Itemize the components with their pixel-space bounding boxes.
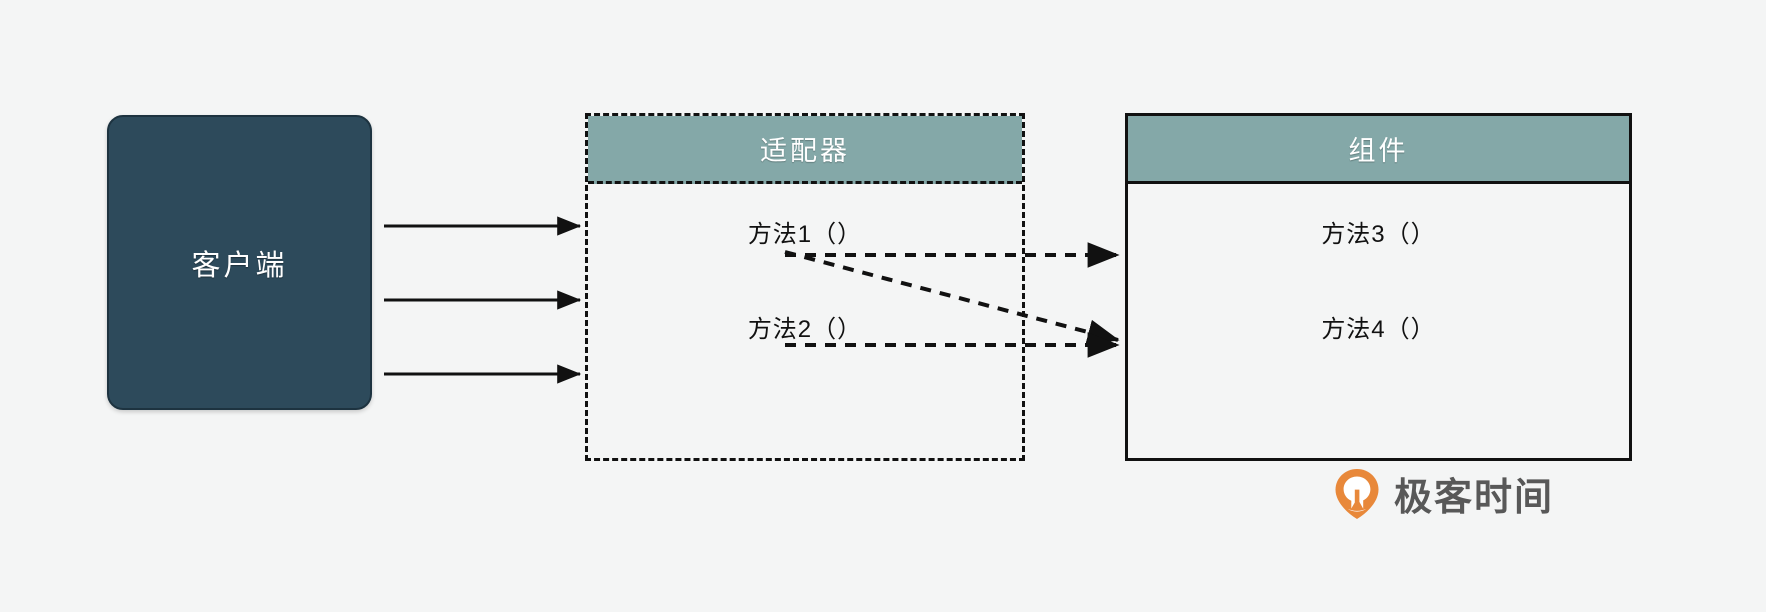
adapter-body: 方法1（） 方法2（） bbox=[588, 184, 1022, 458]
brand-name: 极客时间 bbox=[1394, 477, 1555, 519]
adapter-method-1: 方法1（） bbox=[747, 221, 863, 248]
adapter-title: 适配器 bbox=[760, 136, 850, 166]
geektime-pin-icon bbox=[1335, 468, 1379, 519]
client-box[interactable]: 客户端 bbox=[107, 115, 372, 410]
adapter-header: 适配器 bbox=[588, 116, 1022, 184]
brand-watermark: 极客时间 bbox=[1334, 466, 1554, 521]
component-header: 组件 bbox=[1128, 116, 1629, 184]
client-label: 客户端 bbox=[191, 249, 288, 282]
component-box[interactable]: 组件 方法3（） 方法4（） bbox=[1125, 113, 1632, 461]
adapter-box[interactable]: 适配器 方法1（） 方法2（） bbox=[585, 113, 1025, 461]
component-title: 组件 bbox=[1348, 136, 1409, 166]
component-method-3: 方法3（） bbox=[1321, 221, 1436, 248]
component-method-4: 方法4（） bbox=[1321, 316, 1436, 343]
adapter-method-2: 方法2（） bbox=[747, 316, 863, 343]
component-body: 方法3（） 方法4（） bbox=[1128, 184, 1629, 458]
